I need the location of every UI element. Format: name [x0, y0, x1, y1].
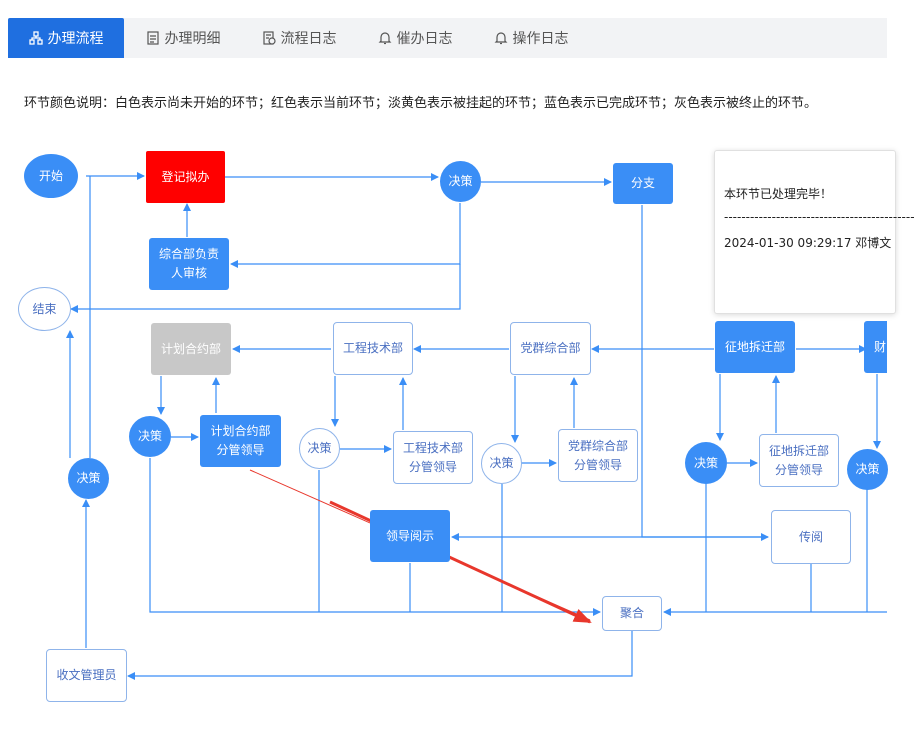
node-label: 结束	[32, 301, 57, 316]
tab-urge-log[interactable]: 催办日志	[366, 18, 464, 58]
bell-icon	[378, 32, 391, 45]
node-decision-land[interactable]: 决策	[685, 442, 727, 484]
node-label: 登记拟办	[161, 169, 210, 184]
tab-label: 操作日志	[512, 31, 569, 47]
node-decision-eng[interactable]: 决策	[299, 428, 340, 469]
node-finance-partial[interactable]: 财	[864, 321, 887, 373]
node-plan-leader[interactable]: 计划合约部分管领导	[200, 415, 281, 467]
node-eng-leader[interactable]: 工程技术部分管领导	[393, 431, 473, 484]
node-label: 决策	[855, 462, 880, 476]
node-decision-1[interactable]: 决策	[440, 161, 481, 202]
tab-label: 办理明细	[164, 31, 221, 47]
node-label: 决策	[448, 174, 473, 188]
node-label: 财	[874, 339, 887, 354]
node-label: 工程技术部	[342, 341, 403, 355]
node-label: 决策	[76, 471, 101, 485]
tab-operation-log[interactable]: 操作日志	[482, 18, 580, 58]
annotation-arrow-bold	[329, 500, 592, 624]
node-document-clerk[interactable]: 收文管理员	[46, 649, 127, 702]
node-label: 决策	[137, 429, 162, 443]
node-decision-party[interactable]: 决策	[481, 443, 522, 484]
node-label: 分支	[630, 176, 655, 190]
node-register[interactable]: 登记拟办	[146, 151, 225, 203]
log-icon	[262, 31, 276, 45]
flow-icon	[28, 31, 43, 45]
node-decision-left[interactable]: 决策	[68, 458, 109, 499]
node-branch[interactable]: 分支	[613, 163, 673, 204]
document-icon	[146, 31, 159, 45]
node-label: 党群综合部	[520, 341, 581, 355]
node-plan-contract[interactable]: 计划合约部	[151, 323, 231, 375]
tab-process-flow[interactable]: 办理流程	[8, 18, 124, 58]
tab-label: 催办日志	[396, 31, 453, 47]
tab-label: 办理流程	[47, 31, 104, 47]
node-label: 收文管理员	[56, 668, 117, 682]
node-label: 综合部负责人审核	[158, 247, 219, 280]
node-label: 决策	[693, 455, 718, 470]
top-strip	[0, 0, 887, 10]
node-end[interactable]: 结束	[18, 287, 71, 331]
tab-bar	[8, 18, 887, 58]
node-party-leader[interactable]: 党群综合部分管领导	[558, 429, 638, 482]
node-label: 领导阅示	[385, 528, 434, 543]
tooltip-divider: ----------------------------------------…	[724, 210, 915, 224]
node-circulate[interactable]: 传阅	[771, 510, 851, 564]
node-status-tooltip: 本环节已处理完毕！ ------------------------------…	[714, 150, 915, 314]
node-start[interactable]: 开始	[24, 154, 78, 198]
node-label: 党群综合部分管领导	[567, 438, 628, 472]
tooltip-record: 2024-01-30 09:29:17 邓博文	[724, 236, 892, 250]
node-decision-plan[interactable]: 决策	[129, 416, 171, 457]
color-legend-text: 环节颜色说明：白色表示尚未开始的环节；红色表示当前环节；淡黄色表示被挂起的环节；…	[24, 96, 818, 111]
node-label: 传阅	[798, 529, 823, 544]
node-label: 征地拆迁部分管领导	[768, 443, 829, 477]
node-label: 计划合约部分管领导	[210, 424, 271, 457]
tooltip-status: 本环节已处理完毕！	[724, 187, 833, 201]
node-decision-right[interactable]: 决策	[847, 449, 888, 490]
node-engineering[interactable]: 工程技术部	[333, 322, 413, 375]
node-label: 聚合	[619, 606, 644, 620]
bell-icon	[494, 32, 507, 45]
node-leader-review[interactable]: 领导阅示	[370, 510, 450, 562]
node-merge[interactable]: 聚合	[602, 596, 662, 631]
node-general-head-review[interactable]: 综合部负责人审核	[149, 238, 229, 290]
node-label: 开始	[38, 168, 63, 183]
node-land-leader[interactable]: 征地拆迁部分管领导	[759, 434, 839, 487]
node-label: 决策	[307, 441, 332, 455]
tab-process-log[interactable]: 流程日志	[250, 18, 348, 58]
node-label: 决策	[489, 456, 514, 470]
tab-label: 流程日志	[280, 31, 337, 47]
node-label: 征地拆迁部	[724, 339, 785, 354]
node-label: 计划合约部	[160, 341, 221, 356]
node-party-general[interactable]: 党群综合部	[510, 322, 591, 375]
node-land-demolition[interactable]: 征地拆迁部	[715, 321, 795, 373]
node-label: 工程技术部分管领导	[402, 440, 463, 474]
tab-handling-detail[interactable]: 办理明细	[134, 18, 232, 58]
